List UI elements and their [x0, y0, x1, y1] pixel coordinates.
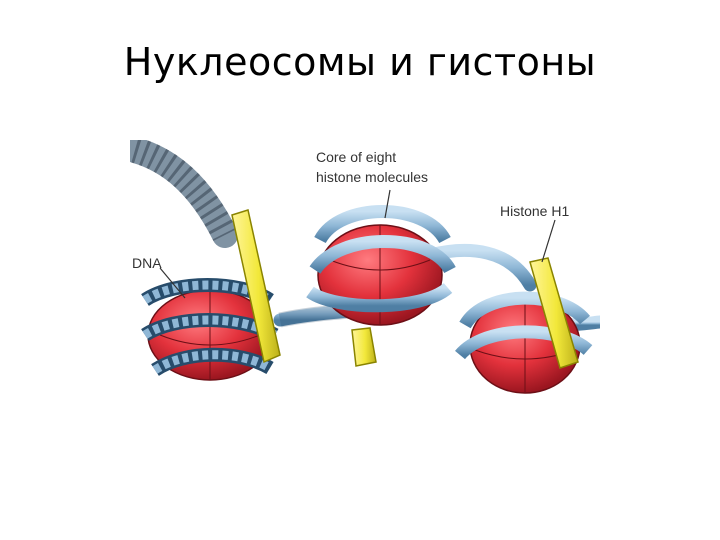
label-histone-h1: Histone H1 — [500, 203, 569, 219]
nucleosome-center — [310, 212, 450, 367]
nucleosome-diagram: Core of eight histone molecules Histone … — [130, 140, 600, 410]
slide-title: Нуклеосомы и гистоны — [0, 40, 720, 84]
chromatin-fiber — [135, 150, 225, 235]
label-core-line1: Core of eight — [316, 149, 396, 165]
label-dna: DNA — [132, 255, 162, 271]
label-core-line2: histone molecules — [316, 169, 428, 185]
